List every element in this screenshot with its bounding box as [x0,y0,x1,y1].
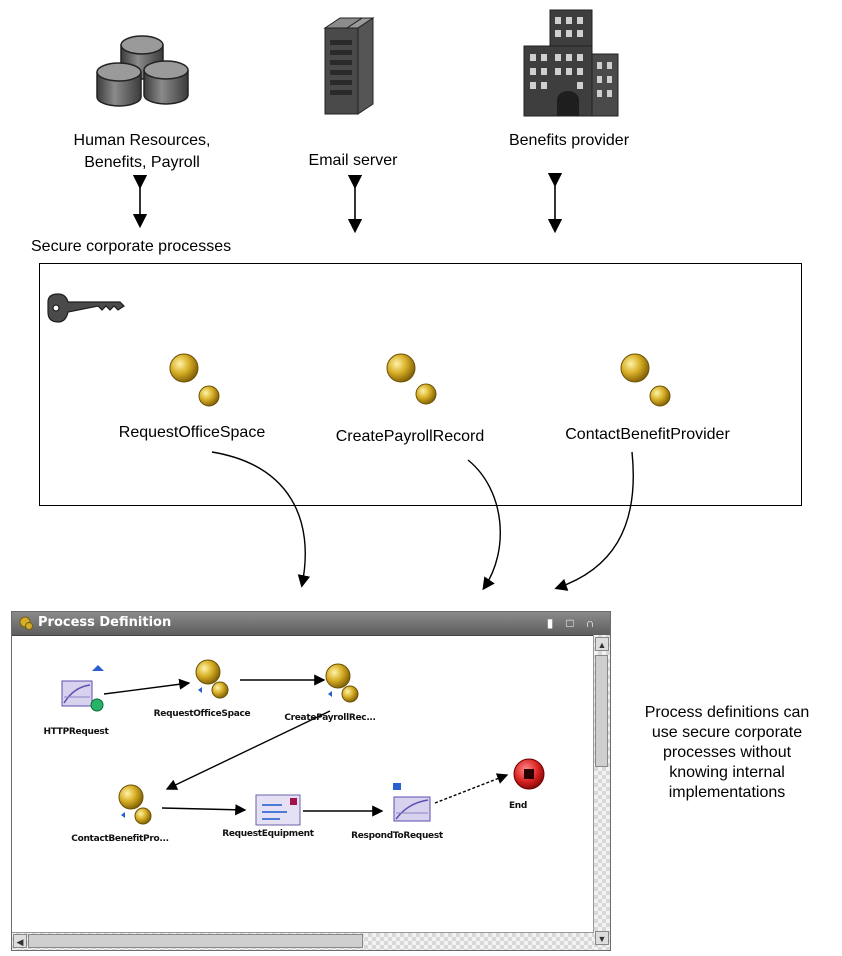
node-label-create-payroll: CreatePayrollRec... [284,713,376,723]
process-icon [19,616,33,630]
maximize-window-icon[interactable]: ∩ [585,616,595,630]
horizontal-scrollbar[interactable]: ◀ [12,932,594,950]
connector-payroll-to-contact [165,710,331,790]
email-icon[interactable] [255,794,301,826]
window-titlebar[interactable]: Process Definition ▮ □ ∩ [12,612,610,636]
node-label-end: End [508,801,528,811]
process-icon[interactable] [325,663,359,703]
email-server-label: Email server [308,152,398,169]
node-label-respond-to-request: RespondToRequest [351,831,443,841]
process-canvas[interactable] [12,635,594,933]
secure-processes-box [39,263,802,506]
process-icon[interactable] [118,784,152,825]
node-label-request-office-space: RequestOfficeSpace [153,709,251,719]
process-label-request-office-space: RequestOfficeSpace [118,424,266,441]
end-icon[interactable] [513,758,545,790]
scroll-down-icon[interactable]: ▼ [595,931,609,945]
node-label-contact-benefit: ContactBenefitPro... [71,834,169,844]
process-icon[interactable] [195,659,229,699]
benefits-provider-label: Benefits provider [508,132,630,149]
connector-contact-to-equipment [161,804,247,816]
process-label-contact-benefit-provider: ContactBenefitProvider [565,426,730,443]
server-icon [323,17,375,115]
node-label-http-request: HTTPRequest [43,727,109,737]
scroll-left-icon[interactable]: ◀ [13,934,27,948]
building-icon [523,9,619,117]
minimize-window-icon[interactable]: ▮ [546,616,554,630]
hr-system-label: Human Resources, Benefits, Payroll [73,132,211,171]
http-request-icon[interactable] [61,665,104,712]
window-title: Process Definition [38,615,172,630]
process-definition-window[interactable]: Process Definition ▮ □ ∩ [11,611,611,951]
process-label-create-payroll-record: CreatePayrollRecord [335,428,485,445]
side-note: Process definitions can use secure corpo… [644,704,810,801]
vertical-scrollbar[interactable]: ▲ ▼ [593,635,610,950]
http-response-icon[interactable] [393,783,431,822]
connection-arrows [132,172,563,234]
node-label-request-equipment: RequestEquipment [222,829,314,839]
database-icon [96,35,189,107]
process-connectors [103,674,509,817]
connector-respond-to-end [434,773,509,804]
vertical-scroll-thumb[interactable] [595,655,608,767]
scroll-up-icon[interactable]: ▲ [595,637,609,651]
horizontal-scroll-thumb[interactable] [28,934,363,948]
connector-http-to-office [103,678,191,695]
restore-window-icon[interactable]: □ [566,616,574,630]
secure-processes-title: Secure corporate processes [31,238,232,255]
